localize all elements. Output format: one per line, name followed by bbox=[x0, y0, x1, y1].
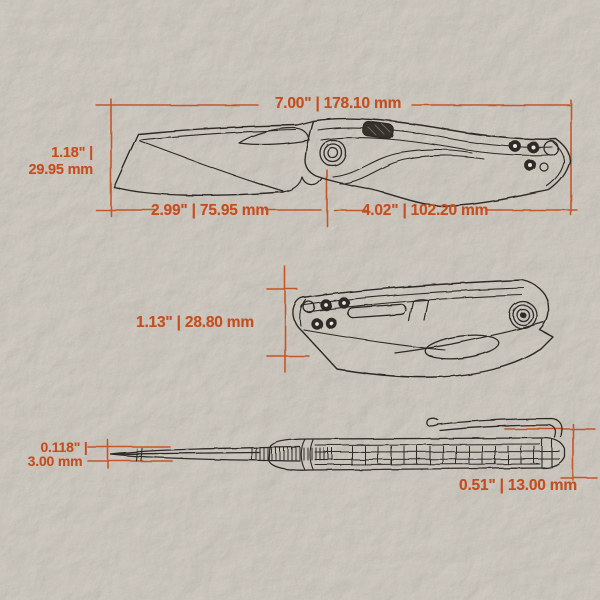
spine-mill-pattern bbox=[351, 445, 535, 465]
dim-label-blade-height: 1.18" | 29.95 mm bbox=[18, 145, 94, 179]
closed-outline bbox=[292, 279, 554, 378]
blade-outline bbox=[113, 120, 323, 196]
spine-jimping bbox=[251, 447, 333, 461]
dim-line-handle-thickness bbox=[504, 423, 598, 481]
dim-label-overall-length: 7.00" | 178.10 mm bbox=[274, 95, 402, 112]
dim-label-blade-length: 2.99" | 75.95 mm bbox=[151, 202, 269, 219]
dim-label-blade-height-in: 1.18" | bbox=[51, 145, 93, 161]
spine-view-drawing bbox=[109, 417, 566, 471]
dim-label-handle-thickness: 0.51" | 13.00 mm bbox=[459, 477, 577, 494]
dim-label-handle-length: 4.02" | 102.20 mm bbox=[361, 202, 489, 219]
closed-knife-drawing bbox=[292, 279, 554, 378]
dim-line-blade-thickness bbox=[87, 439, 173, 469]
dim-label-closed-height: 1.13" | 28.80 mm bbox=[136, 314, 254, 331]
closed-pivot-screw bbox=[508, 300, 538, 330]
scale-divider bbox=[408, 298, 429, 322]
backspacer-stud bbox=[362, 120, 394, 140]
spine-handle bbox=[268, 437, 566, 471]
dim-line-closed-height bbox=[266, 265, 310, 373]
fuller-slot bbox=[347, 303, 407, 319]
open-knife-drawing bbox=[113, 117, 571, 207]
dim-label-blade-thickness-mm: 3.00 mm bbox=[27, 453, 83, 469]
closed-butt-hardware bbox=[302, 297, 350, 330]
pivot-screw bbox=[319, 139, 347, 167]
pocket-clip bbox=[426, 417, 563, 439]
dimension-lines bbox=[87, 98, 598, 481]
butt-hardware bbox=[509, 140, 559, 172]
dim-label-blade-height-mm: 29.95 mm bbox=[28, 162, 94, 178]
dim-label-blade-thickness-in: 0.118" | bbox=[40, 439, 88, 455]
